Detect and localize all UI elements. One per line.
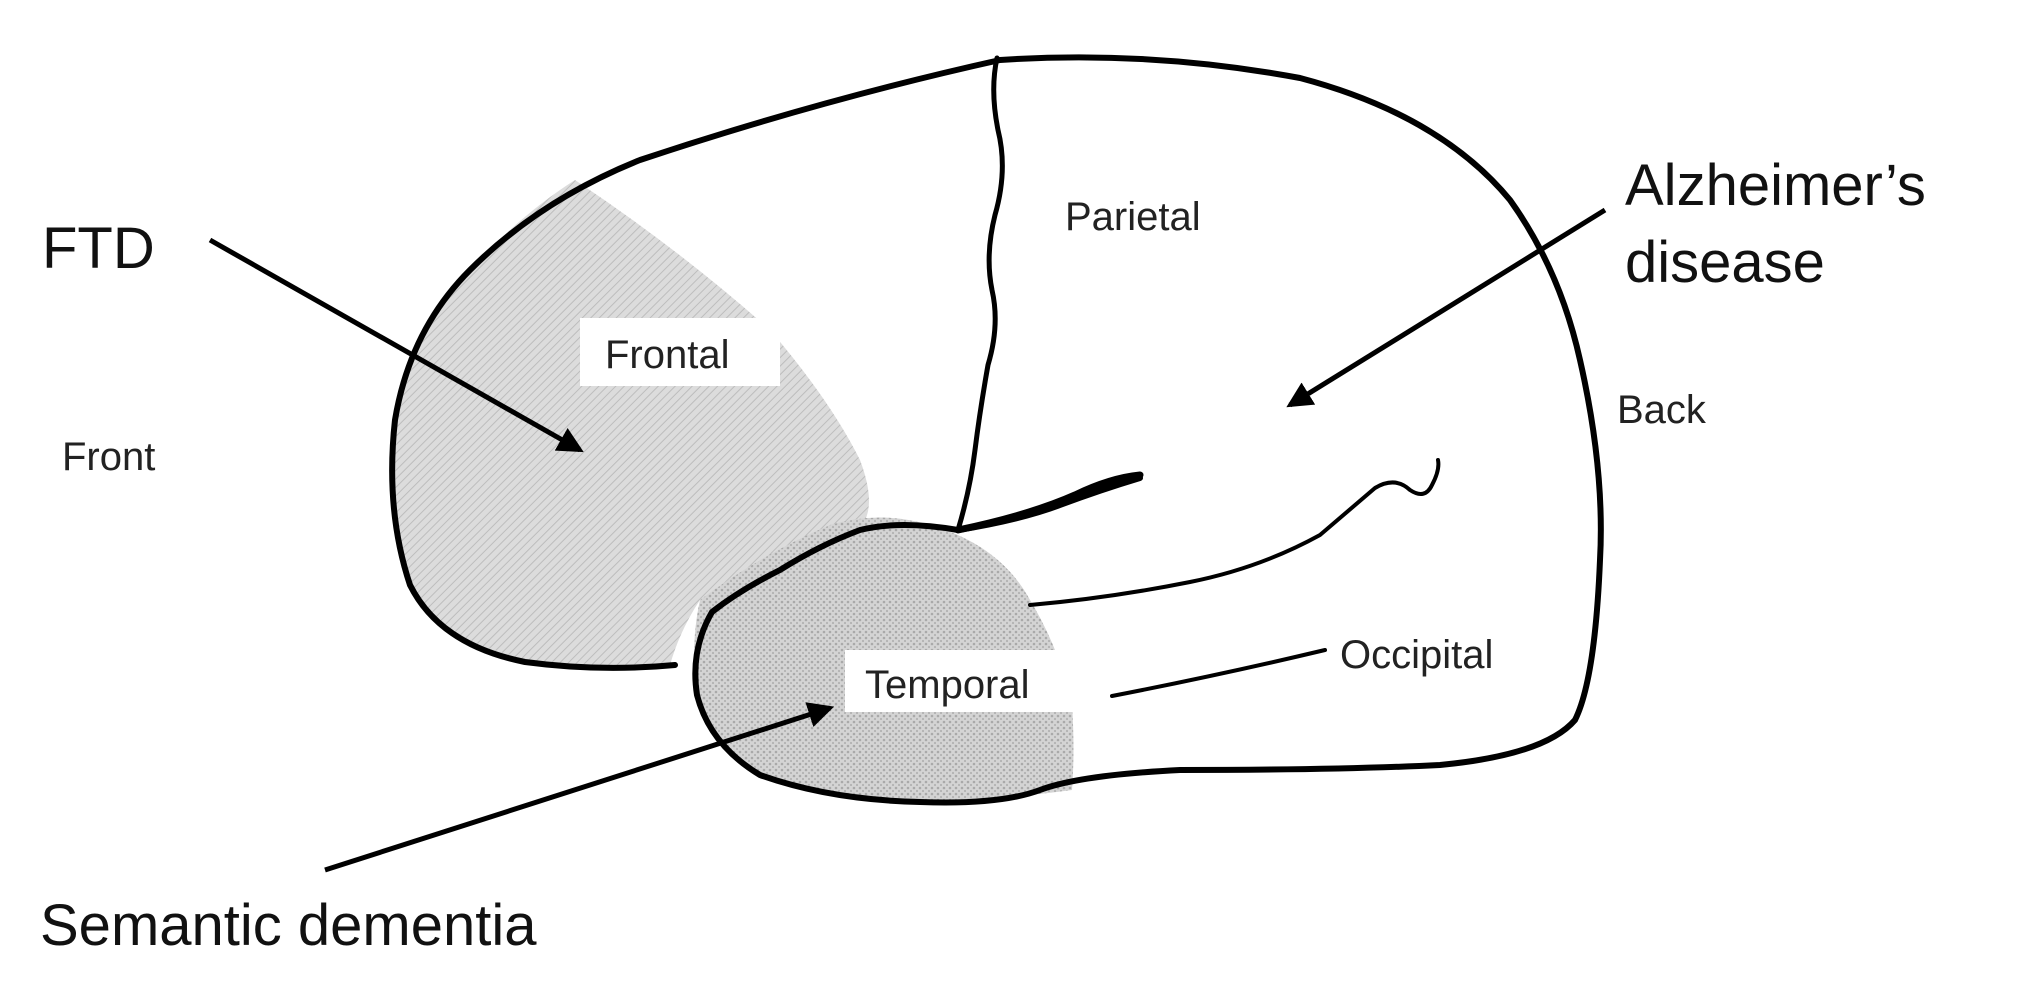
parietal-label: Parietal [1065, 195, 1201, 239]
alzheimers-label-line2: disease [1625, 230, 1825, 295]
semantic-dementia-label: Semantic dementia [40, 893, 537, 958]
alzheimers-label-line1: Alzheimer’s [1625, 153, 1926, 218]
lateral-fissure-line [954, 471, 1144, 534]
temporal-label: Temporal [865, 663, 1030, 707]
frontal-label-background [580, 318, 780, 386]
occipital-label: Occipital [1340, 633, 1493, 677]
brain-outline [389, 54, 1604, 806]
temporal-occipital-line [1110, 648, 1327, 698]
central-sulcus-line [955, 55, 1005, 533]
back-label: Back [1617, 388, 1707, 432]
ftd-arrow [208, 237, 584, 453]
temporal-sulcus-line [1028, 458, 1441, 607]
ftd-label: FTD [42, 216, 155, 281]
frontal-shaded-region [392, 180, 869, 667]
frontal-label: Frontal [605, 333, 730, 377]
semantic-dementia-arrow [324, 702, 835, 873]
alzheimers-arrow [1286, 207, 1607, 408]
front-label: Front [62, 435, 155, 479]
temporal-label-background [845, 650, 1090, 712]
